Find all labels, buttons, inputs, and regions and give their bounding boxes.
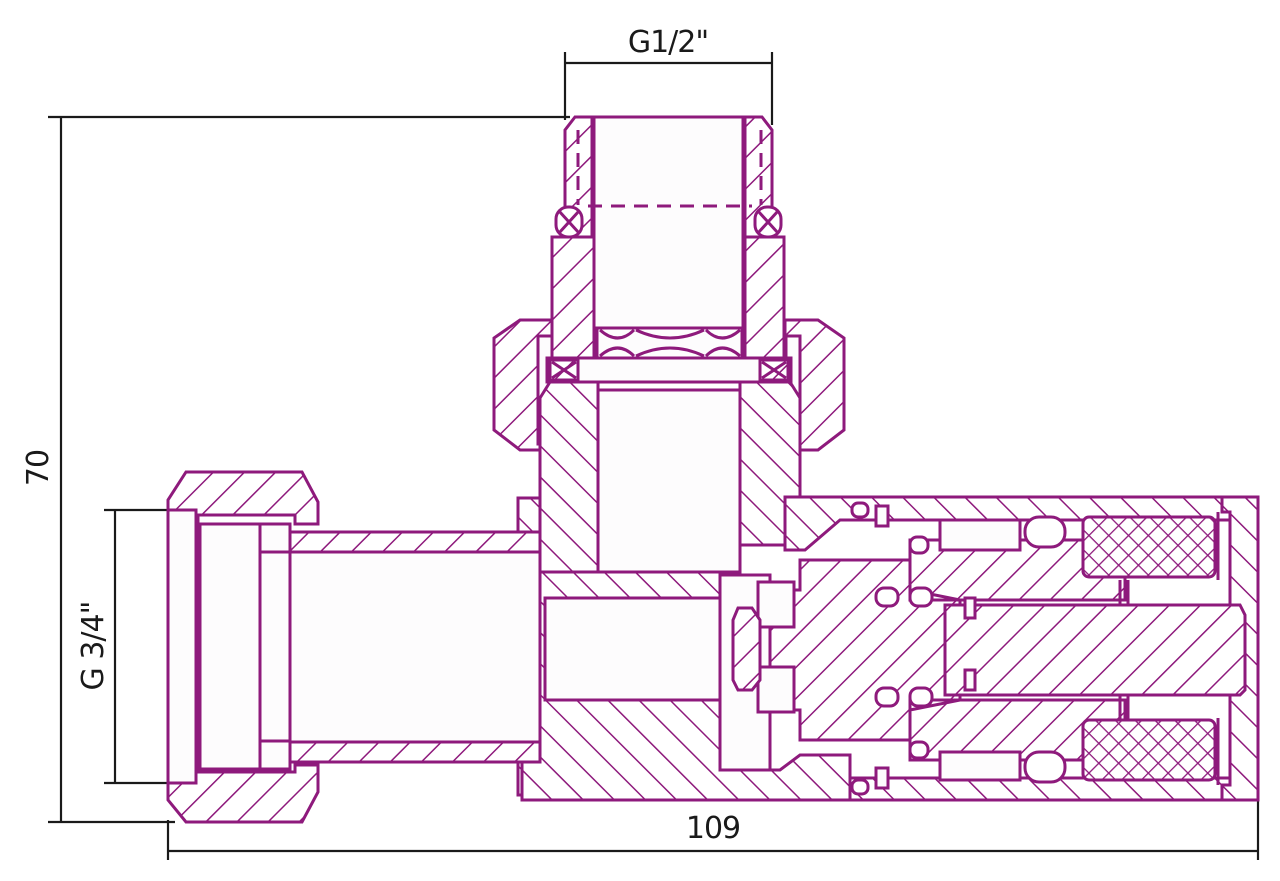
dimension-side-thread: G 3/4" [76, 508, 168, 785]
gasket [545, 356, 793, 384]
valve-stem [731, 501, 1247, 796]
top-thread-label: G1/2" [628, 25, 708, 60]
inlet-pipe [288, 496, 542, 797]
body-riser [538, 380, 802, 574]
height-label: 70 [21, 450, 56, 486]
dimension-top-thread: G1/2" [563, 25, 774, 125]
side-thread-label: G 3/4" [76, 602, 111, 691]
dimension-length: 109 [166, 800, 1260, 860]
union-nut-left [166, 470, 320, 824]
knurled-cap [1081, 512, 1220, 785]
dimension-height: 70 [21, 115, 570, 824]
length-label: 109 [686, 811, 740, 846]
